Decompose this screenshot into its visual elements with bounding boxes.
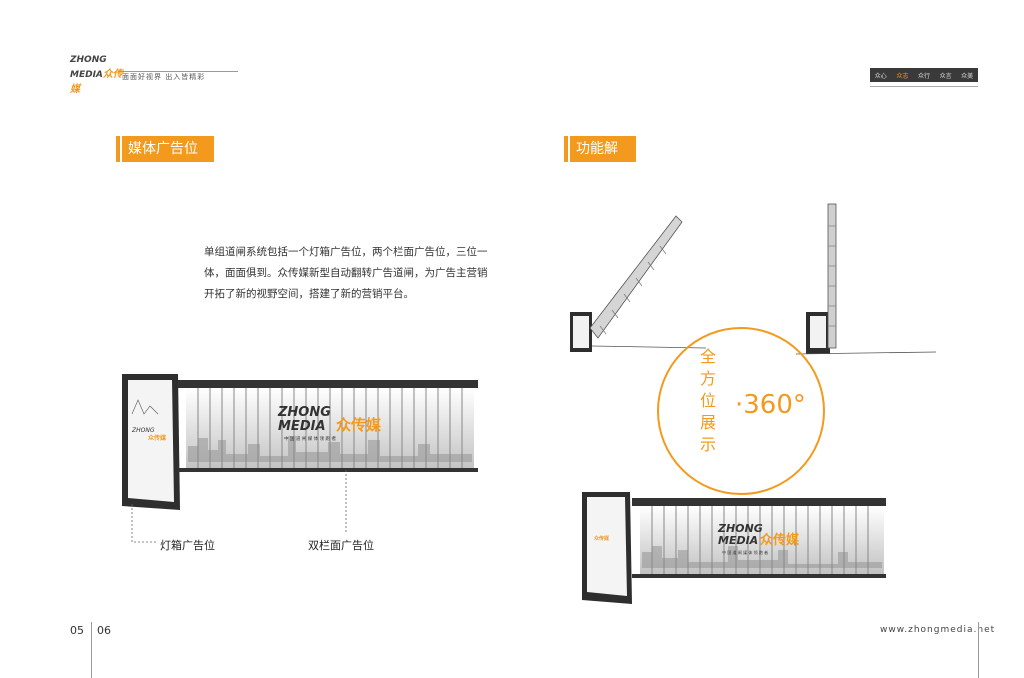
logo-line2: MEDIA (70, 70, 103, 80)
bottom-rail (178, 468, 478, 472)
billboard-subline: 中 国 道 闸 媒 体 领 跑 者 (284, 435, 336, 442)
top-nav: 众心 众志 众行 众言 众美 (870, 68, 978, 82)
website-link[interactable]: www.zhongmedia.net (880, 625, 996, 635)
gate-illustration-rotating (570, 203, 937, 355)
logo-cn: 众传媒 (70, 69, 123, 95)
page-divider (91, 622, 92, 678)
billboard-brand-en: ZHONG (277, 405, 331, 420)
logo-line2-row: MEDIA众传媒 (70, 65, 130, 95)
degrees-label: ·360° (735, 390, 806, 420)
nav-item[interactable]: 众志 (896, 72, 909, 80)
label-lightbox: 灯箱广告位 (160, 539, 215, 552)
tag-accent (564, 136, 568, 162)
nav-item[interactable]: 众言 (939, 72, 952, 80)
description: 单组道闸系统包括一个灯箱广告位，两个栏面广告位，三位一体，面面俱到。众传媒新型自… (204, 246, 488, 300)
caption-char: 方 (699, 369, 716, 388)
caption-char: 全 (699, 347, 716, 366)
panel-bars (197, 388, 463, 468)
caption-char: 位 (699, 391, 716, 410)
top-rail (178, 380, 478, 388)
footer-rule (978, 622, 979, 678)
section-title-media: 媒体广告位 (122, 136, 214, 162)
header-divider (118, 71, 238, 72)
caption-char: 示 (699, 435, 716, 454)
lightbox-logo-cn: 众传媒 (148, 434, 167, 442)
brand-logo: ZHONG MEDIA众传媒 (70, 55, 130, 95)
nav-divider (870, 86, 978, 87)
rotation-circle (657, 327, 825, 495)
nav-item[interactable]: 众美 (961, 72, 974, 80)
vertical-caption: 全 方 位 展 示 (696, 346, 720, 456)
caption-char: 展 (699, 413, 716, 432)
billboard-brand-en2: MEDIA (278, 419, 326, 434)
logo-line1: ZHONG (70, 55, 107, 65)
gate-illustration-left: ZHONG 众传媒 ZHONG MEDIA 众传媒 中 国 道 闸 媒 体 领 … (122, 374, 478, 543)
billboard-brand-cn: 众传媒 (336, 416, 382, 434)
tag-accent (116, 136, 120, 162)
gate-illustration-right: 众传媒 ZHONG MEDIA 众传媒 中 国 道 闸 媒 体 领 跑 者 (582, 492, 886, 604)
lightbox-panel (128, 380, 174, 502)
right-billboard-en: ZHONG (717, 522, 763, 535)
lightbox-logo-en: ZHONG (131, 427, 155, 434)
slogan: 面面好视界 出入皆精彩 (122, 73, 206, 81)
small-logo-cn: 众传媒 (594, 535, 610, 542)
right-billboard-subline: 中 国 道 闸 媒 体 领 跑 者 (722, 549, 768, 555)
page-number-right: 06 (97, 624, 111, 637)
nav-item[interactable]: 众行 (917, 72, 930, 80)
right-billboard-en2: MEDIA (718, 534, 758, 547)
right-billboard-cn: 众传媒 (760, 532, 800, 548)
label-double-panel: 双栏面广告位 (308, 539, 374, 552)
page-number-left: 05 (70, 624, 84, 637)
nav-item[interactable]: 众心 (874, 72, 887, 80)
section-title-function: 功能解析 (570, 136, 636, 183)
